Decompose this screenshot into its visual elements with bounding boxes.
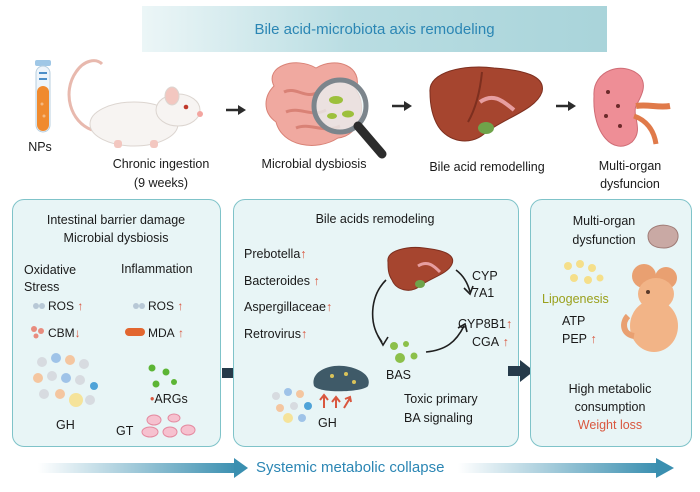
down-arrow-icon: ↓ (74, 326, 81, 340)
multiorgan-top-label: Multi-organ dysfuncion (582, 158, 678, 193)
dysbiosis-label: Microbial dysbiosis (261, 157, 367, 171)
arrow-right-icon (392, 101, 412, 111)
gut-microbiota-dots-icon (33, 353, 98, 407)
panel1-title-line1: Intestinal barrier damage (46, 213, 186, 227)
panel3-title-line2: dysfunction (572, 232, 636, 247)
bacterium-icon (313, 365, 369, 392)
organ-icon (647, 224, 679, 249)
kidney-icon (593, 67, 671, 147)
ingestion-line1: Chronic ingestion (112, 157, 210, 171)
up-arrows-icon (319, 393, 352, 409)
taxon-item: Aspergillaceae↑ (244, 300, 333, 314)
cga-text: CGA (472, 334, 500, 349)
oxidative-line2: Stress (24, 279, 60, 294)
args-bullet-icon: • (150, 392, 155, 406)
ingestion-line2: (9 weeks) (133, 176, 189, 191)
taxa-list: Prebotella↑ Bacteroides ↑ Aspergillaceae… (244, 241, 332, 347)
test-tube-icon (35, 60, 51, 133)
intestine-magnifier-icon (265, 62, 387, 159)
gt-label: GT (116, 424, 134, 438)
gh-label-2: GH (318, 416, 337, 430)
mouse-icon (621, 264, 678, 352)
lipogenesis-label: Lipogenesis (542, 292, 609, 306)
ros-label-2: ROS ↑ (148, 299, 183, 313)
inflammation-label: Inflammation (121, 262, 193, 276)
high-line1: High metabolic (568, 382, 652, 396)
atp-text: ATP (562, 314, 586, 328)
pep-text: PEP (562, 331, 588, 346)
taxon-item: Prebotella↑ (244, 247, 307, 261)
lipid-droplets-icon (564, 260, 604, 284)
mda-capsule-icon (125, 328, 145, 336)
taxon-item: Bacteroides ↑ (244, 273, 320, 288)
up-arrow-icon: ↑ (310, 273, 320, 288)
cyp7a1-label: CYP 7A1 (472, 268, 498, 302)
collapse-label: Systemic metabolic collapse (256, 459, 445, 476)
mda-label: MDA ↑ (148, 326, 184, 340)
rat-icon (67, 59, 203, 148)
banner-title: Bile acid-microbiota axis remodeling (254, 20, 495, 38)
args-label: •ARGs (150, 392, 188, 406)
args-text: ARGs (154, 392, 188, 406)
bile-acid-remodelling-label: Bile acid remodelling (429, 160, 545, 174)
nps-label: NPs (28, 140, 52, 154)
ros-label-1: ROS ↑ (48, 299, 83, 313)
high-metabolic-label: High metabolic consumption Weight loss (540, 380, 680, 434)
toxic-line2: BA signaling (404, 411, 473, 426)
up-arrow-icon: ↑ (326, 300, 333, 314)
cycle-arrows-icon (371, 269, 474, 353)
multiorgan-line1: Multi-organ (598, 159, 662, 173)
collapse-arrow-bar (38, 458, 674, 478)
up-arrow-icon: ↑ (174, 299, 184, 313)
args-green-dots-icon (148, 364, 177, 388)
up-arrow-icon: ↑ (300, 247, 307, 261)
arrow-right-icon (226, 105, 246, 115)
panel-intestinal-barrier (12, 199, 221, 447)
oxidative-stress-label: Oxidative Stress (24, 262, 76, 296)
arrow-right-icon (556, 101, 576, 111)
gut-microbiota-dots-icon (272, 388, 312, 423)
cyp8b1-text: CYP8B1 (458, 317, 506, 331)
panel1-title-line2: Microbial dysbiosis (63, 230, 169, 245)
ros-text-1: ROS (48, 299, 75, 313)
cbm-text: CBM (48, 326, 75, 340)
cyp8b1-cga-labels: CYP8B1↑ CGA ↑ (458, 316, 512, 351)
ros-molecule-icon (133, 303, 145, 309)
weight-loss-text: Weight loss (577, 418, 643, 433)
panel3-title-line1: Multi-organ (572, 214, 636, 228)
multiorgan-line2: dysfuncion (600, 176, 660, 191)
toxic-line1: Toxic primary (404, 392, 478, 406)
toxic-primary-label: Toxic primary BA signaling (404, 390, 478, 429)
up-arrow-icon: ↑ (300, 326, 308, 341)
up-arrow-icon: ↑ (505, 317, 513, 331)
high-line2: consumption (574, 400, 646, 415)
taxon-item: Retrovirus↑ (244, 326, 308, 341)
up-arrow-icon: ↑ (587, 331, 597, 346)
bas-label: BAS (386, 368, 412, 382)
up-arrow-icon: ↑ (74, 299, 84, 313)
ros-text-2: ROS (148, 299, 175, 313)
title-banner: Bile acid-microbiota axis remodeling (142, 6, 607, 52)
up-arrow-icon: ↑ (499, 334, 509, 349)
cyp-line1: CYP (472, 269, 498, 283)
cbm-molecule-icon (31, 326, 44, 339)
chronic-ingestion-label: Chronic ingestion (9 weeks) (96, 155, 226, 194)
cbm-label: CBM↓ (48, 326, 81, 340)
liver-icon (387, 247, 454, 291)
ros-molecule-icon (33, 303, 45, 309)
panel2-title: Bile acids remodeling (315, 212, 435, 226)
gut-tissue-cells-icon (141, 413, 196, 438)
panel-arrow-icon (508, 360, 534, 382)
mda-text: MDA (148, 326, 175, 340)
atp-pep-labels: ATP PEP ↑ (562, 313, 597, 348)
cyp-line2: 7A1 (472, 285, 495, 300)
bile-acid-dots-icon (390, 341, 418, 363)
panel1-title: Intestinal barrier damage Microbial dysb… (14, 212, 218, 247)
oxidative-line1: Oxidative (24, 263, 77, 277)
up-arrow-icon: ↑ (174, 326, 185, 340)
panel3-title: Multi-organ dysfunction (552, 212, 656, 250)
gh-label-1: GH (56, 418, 75, 432)
liver-icon (429, 66, 543, 142)
